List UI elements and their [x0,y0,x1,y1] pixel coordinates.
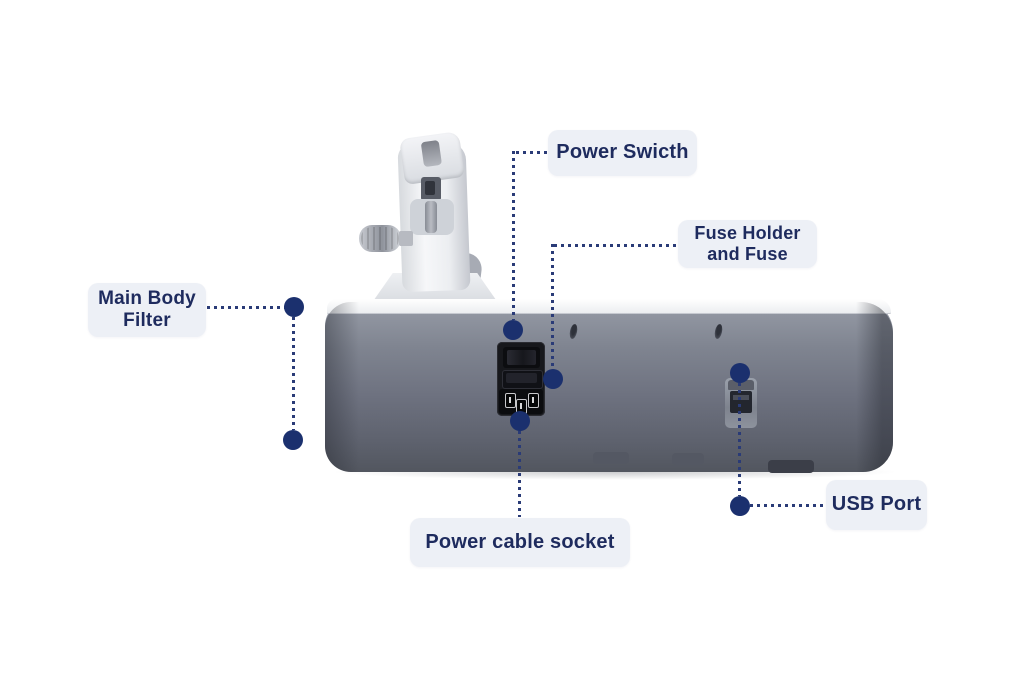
label-power-switch-text: Power Swicth [556,141,689,164]
power-inlet-module [497,342,545,416]
leader-filter-v [292,317,295,430]
callout-dot-filter-bottom [283,430,303,450]
handle-window [421,177,441,201]
device-top-strip [327,299,891,314]
callout-dot-socket [510,411,530,431]
leader-usb-h [750,504,826,507]
label-power-cable-socket-text: Power cable socket [425,530,615,553]
handle-rod [425,201,437,233]
label-fuse-holder-line2: and Fuse [707,244,788,264]
leader-fuse-h [554,244,678,247]
label-main-body-filter-line2: Filter [123,310,171,331]
device-shade-right [856,302,893,472]
label-main-body-filter-line1: Main Body [98,287,196,309]
callout-dot-usb-bottom [730,496,750,516]
leader-fuse-v [551,244,554,369]
label-usb-port: USB Port [826,480,927,530]
device-foot [768,460,814,473]
label-fuse-holder: Fuse Holder and Fuse [678,220,817,268]
callout-dot-power-switch [503,320,523,340]
handle-side-knob [359,225,401,252]
label-power-cable-socket: Power cable socket [410,518,630,567]
leader-power-switch-h [516,151,549,154]
device-body [325,300,893,472]
usb-port-slot [730,391,752,413]
leader-filter-h [207,306,285,309]
label-fuse-holder-line1: Fuse Holder [694,222,801,243]
callout-dot-usb-top [730,363,750,383]
socket-pin [505,393,516,408]
callout-dot-filter-top [284,297,304,317]
injector-handle [355,131,505,313]
rocker-switch [503,347,540,368]
label-power-switch: Power Swicth [548,130,697,176]
fuse-drawer [502,370,543,389]
leader-usb-v [738,383,741,496]
label-usb-port-text: USB Port [831,493,922,516]
device-foot [672,453,704,465]
leader-socket-v [518,431,521,517]
handle-knob-stem [399,231,413,246]
usb-port [725,378,757,428]
handle-back-plate [407,229,455,281]
label-main-body-filter: Main Body Filter [88,283,206,337]
iec-socket [499,389,543,414]
callout-dot-fuse [543,369,563,389]
socket-pin [528,393,539,408]
device-foot [593,452,629,464]
usb-port-flap [728,380,754,390]
device-shade-left [325,302,359,472]
handle-head-insert [420,139,443,168]
leader-power-switch-v [512,151,515,320]
